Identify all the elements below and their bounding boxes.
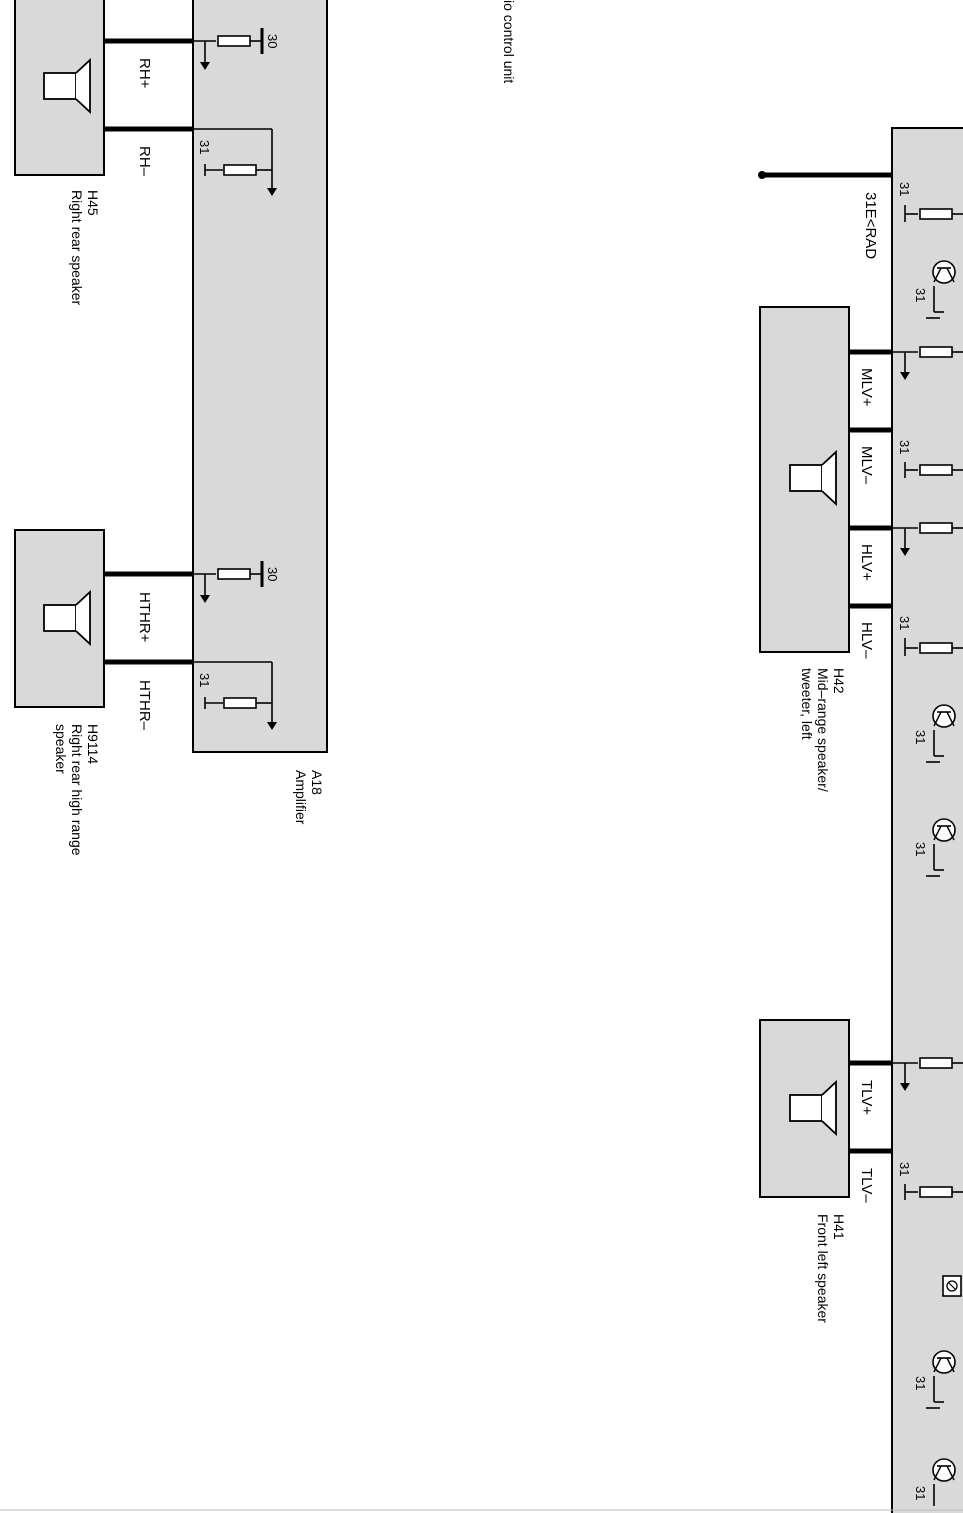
speaker-box-h42 <box>759 306 850 653</box>
ground-arrow-icon <box>200 595 210 603</box>
resistor-icon <box>919 1057 953 1069</box>
connector-icon <box>942 1275 962 1297</box>
transistor-4: 31 <box>913 1350 956 1409</box>
cu-row-tlv-plus <box>892 1057 963 1091</box>
speaker-name-h42-line1: Mid–range speaker/ <box>815 668 831 792</box>
amp-output-rh-plus: 30 <box>193 28 280 70</box>
resistor-icon <box>223 697 257 709</box>
resistor-icon <box>919 522 953 534</box>
transistor-icon <box>932 818 956 842</box>
amp-output-hthr-plus: 30 <box>193 561 280 603</box>
amplifier-id: A18 <box>309 770 325 795</box>
amp-output-hthr-minus: 31 <box>193 661 277 730</box>
svg-text:31: 31 <box>897 440 912 454</box>
speaker-id-h45: H45 <box>85 190 101 216</box>
cu-row-tlv-minus: 31 <box>897 1162 963 1200</box>
speaker-id-h42: H42 <box>831 668 847 694</box>
resistor-icon <box>919 642 953 654</box>
resistor-icon <box>217 35 251 47</box>
resistor-icon <box>223 164 257 176</box>
speaker-box-h9114 <box>14 529 105 708</box>
terminal-30-hthr: 30 <box>265 567 280 581</box>
transistor-5: 31 <box>913 1458 956 1506</box>
speaker-name-h9114-line1: Right rear high range <box>69 724 85 856</box>
pin-label-hlv-minus: HLV– <box>858 622 875 659</box>
amplifier-block <box>192 0 328 753</box>
speaker-box-h45 <box>14 0 105 176</box>
terminal-31-rh: 31 <box>197 140 212 154</box>
pin-label-hthr-minus: HTHR– <box>136 680 153 731</box>
transistor-icon <box>932 1458 956 1482</box>
svg-text:31: 31 <box>913 1376 928 1390</box>
amplifier-name: Amplifier <box>293 770 309 825</box>
svg-text:31: 31 <box>913 842 928 856</box>
transistor-2: 31 <box>913 704 956 763</box>
svg-text:31: 31 <box>913 288 928 302</box>
speaker-name-h9114-line2: speaker <box>53 724 69 774</box>
amp-output-rh-minus: 31 <box>193 128 277 196</box>
svg-text:31: 31 <box>897 182 912 196</box>
transistor-icon <box>932 1350 956 1374</box>
pin-label-hthr-plus: HTHR+ <box>136 592 153 643</box>
pin-label-hlv-plus: HLV+ <box>858 544 875 581</box>
speaker-name-h45: Right rear speaker <box>69 190 85 306</box>
speaker-box-h41 <box>759 1019 850 1198</box>
ground-arrow-icon <box>200 62 210 70</box>
speaker-id-h9114: H9114 <box>85 724 101 764</box>
terminal-31-hthr: 31 <box>197 673 212 687</box>
resistor-icon <box>919 346 953 358</box>
ground-arrow-icon <box>267 722 277 730</box>
speaker-name-h41: Front left speaker <box>815 1214 831 1323</box>
cu-row-ground: 31 <box>897 182 963 222</box>
resistor-icon <box>919 208 953 220</box>
svg-text:31: 31 <box>913 730 928 744</box>
resistor-icon <box>217 568 251 580</box>
cu-row-mlv-plus <box>892 346 963 380</box>
svg-text:31: 31 <box>913 1486 928 1500</box>
pin-label-mlv-plus: MLV+ <box>858 368 875 407</box>
control-unit-block <box>891 127 963 1513</box>
pin-label-mlv-minus: MLV– <box>858 446 875 485</box>
resistor-icon <box>919 1186 953 1198</box>
ground-arrow-icon <box>267 188 277 196</box>
transistor-3: 31 <box>913 818 956 877</box>
cu-row-hlv-minus: 31 <box>897 616 963 656</box>
transistor-1: 31 <box>913 260 956 319</box>
speaker-id-h41: H41 <box>831 1214 847 1240</box>
resistor-icon <box>919 464 953 476</box>
pin-label-rh-minus: RH– <box>136 146 153 177</box>
transistor-icon <box>932 260 956 284</box>
speaker-name-h42-line2: tweeter, left <box>799 668 815 740</box>
pin-label-tlv-minus: TLV– <box>858 1168 875 1203</box>
ground-point-icon <box>758 171 766 179</box>
cu-row-mlv-minus: 31 <box>897 440 963 478</box>
ground-label: 31E<RAD <box>862 192 879 259</box>
terminal-30-rh: 30 <box>265 34 280 48</box>
svg-text:31: 31 <box>897 1162 912 1176</box>
pin-label-tlv-plus: TLV+ <box>858 1080 875 1115</box>
control-unit-caption: io control unit <box>501 0 517 83</box>
cu-row-hlv-plus <box>892 522 963 556</box>
svg-text:31: 31 <box>897 616 912 630</box>
transistor-icon <box>932 704 956 728</box>
pin-label-rh-plus: RH+ <box>136 58 153 89</box>
